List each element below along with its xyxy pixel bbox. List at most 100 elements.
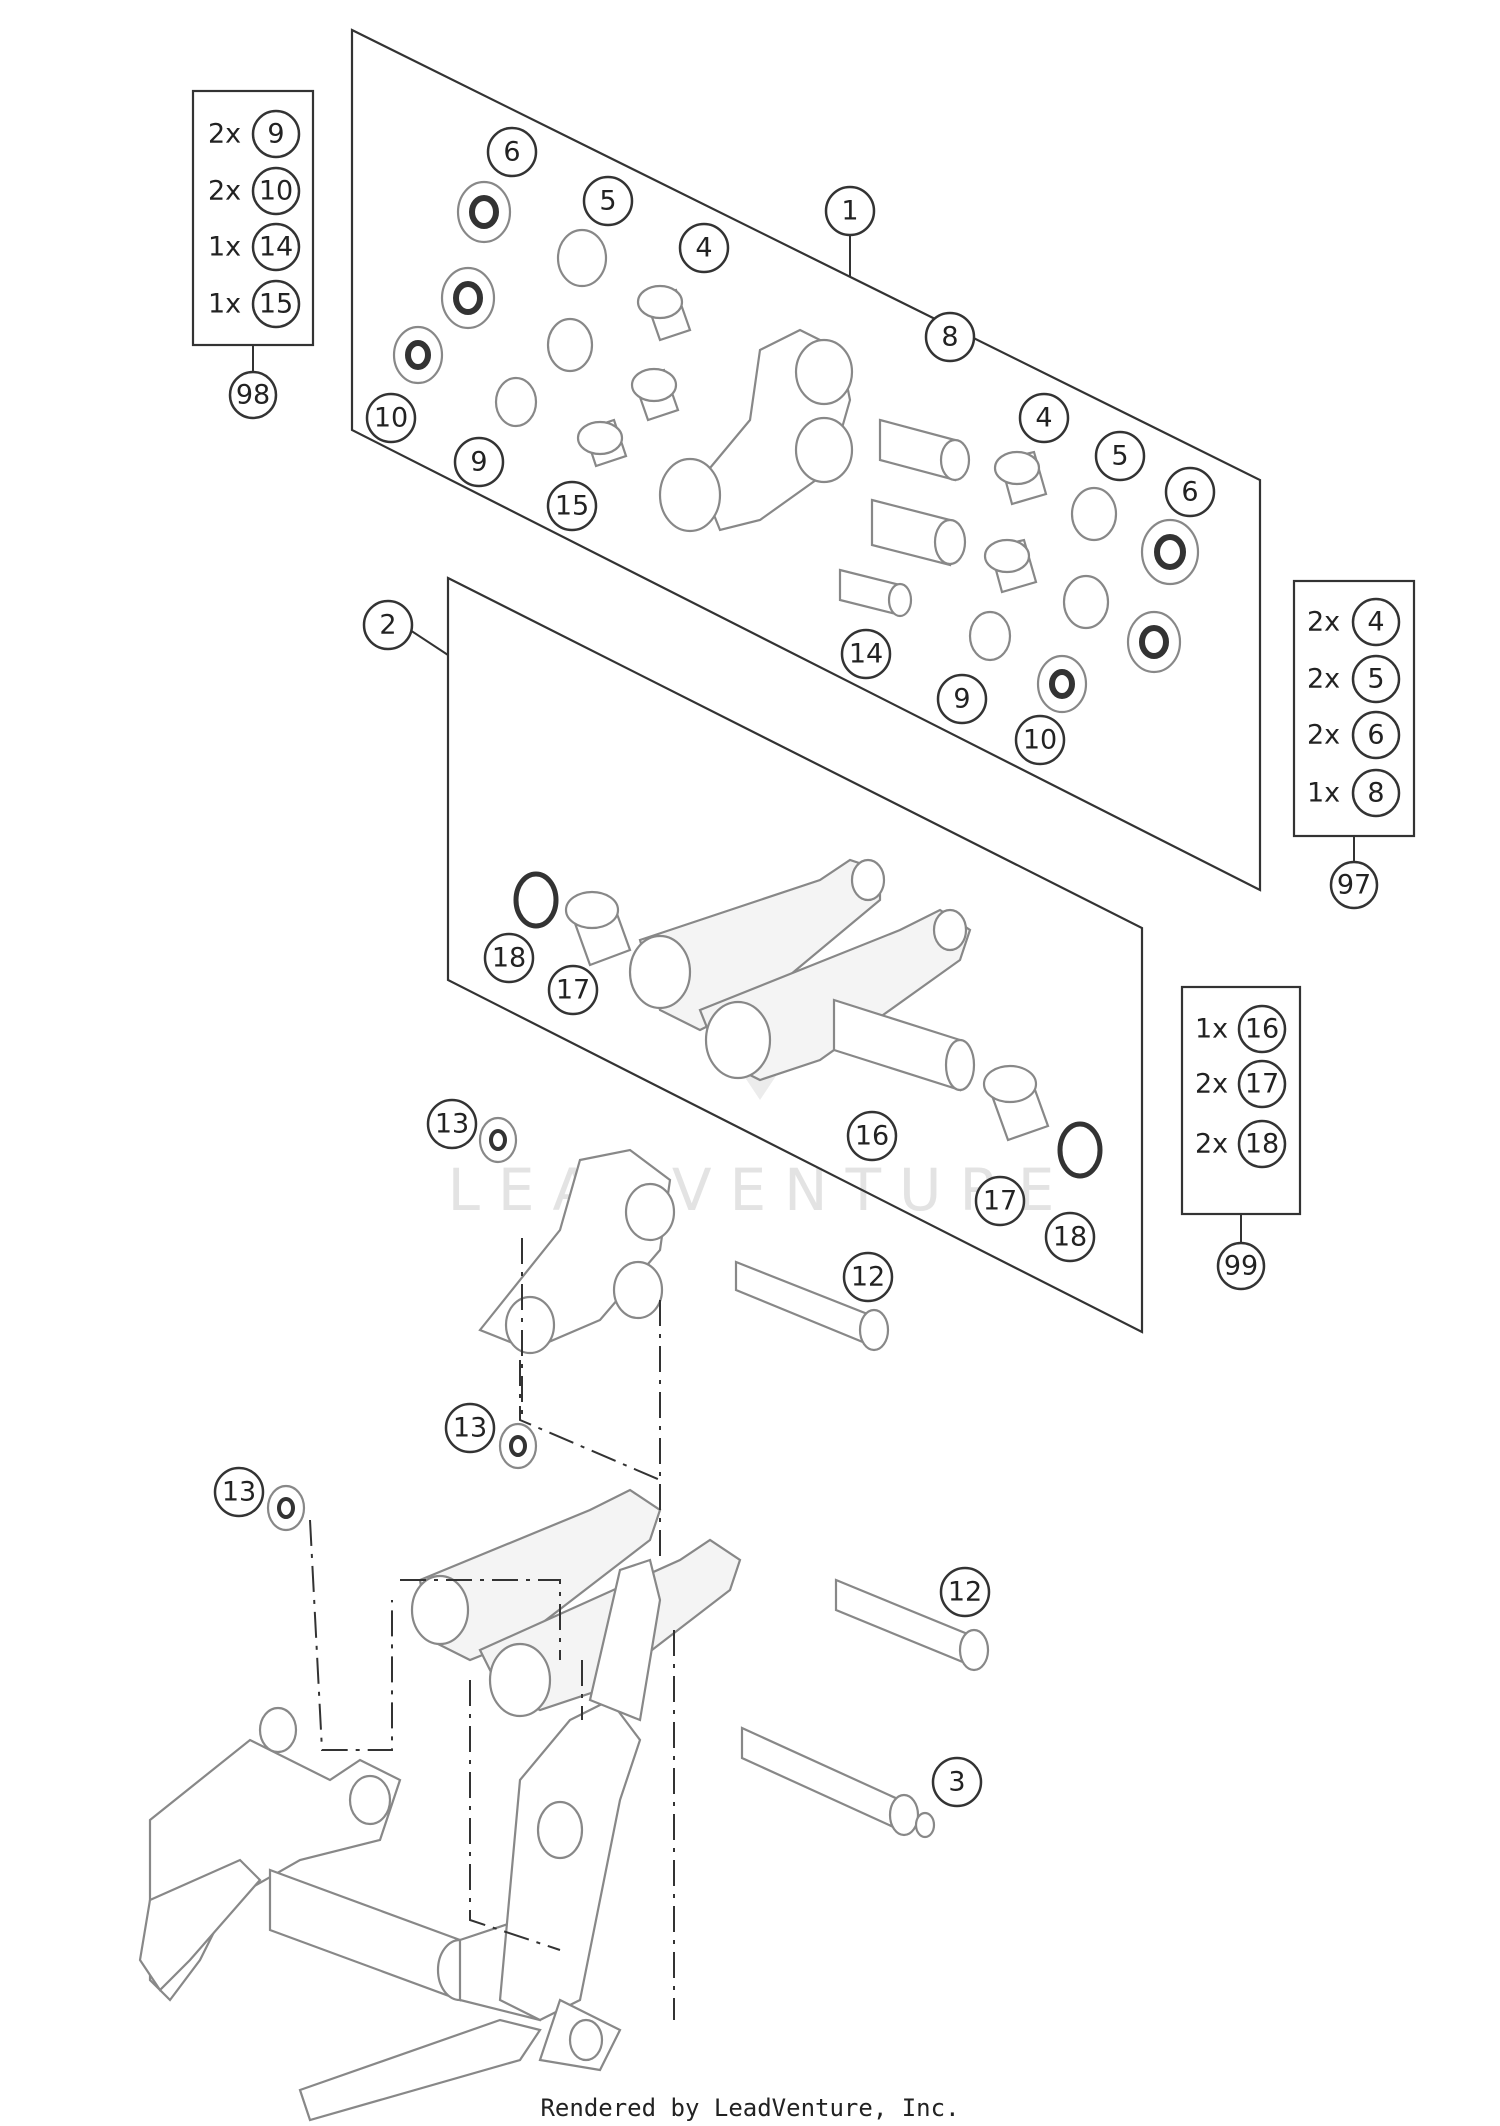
svg-text:6: 6 [503,137,520,168]
kit-99-qty-2: 2x [1195,1069,1228,1100]
svg-text:14: 14 [849,639,883,670]
render-credit: Rendered by LeadVenture, Inc. [540,2094,960,2122]
kit-97-qty-3: 2x [1307,720,1340,751]
kit-98-part-3: 14 [251,222,301,272]
nut-13-mid [498,1422,538,1470]
bolt-12-bottom [834,1578,990,1672]
svg-text:17: 17 [556,975,590,1006]
kit-99-part-2: 17 [1237,1059,1287,1109]
rocker-link [658,328,854,533]
bushing-4-left [636,284,692,342]
washer-5-right-b [1062,574,1110,630]
svg-text:12: 12 [948,1577,982,1608]
svg-text:16: 16 [1245,1014,1279,1045]
kit-97-qty-2: 2x [1307,664,1340,695]
kit-97-number: 97 [1329,860,1379,910]
kit-2-frame [446,576,1144,1334]
kit-1-parts [392,180,1200,714]
callout-13-left: 13 [213,1466,265,1518]
svg-text:9: 9 [953,684,970,715]
svg-text:3: 3 [948,1767,965,1798]
seal-18-left [513,871,559,929]
bearing-10-left [392,325,444,385]
svg-text:17: 17 [983,1186,1017,1217]
kit-97-qty-1: 2x [1307,607,1340,638]
kit-2-parts [513,858,1103,1179]
svg-text:17: 17 [1245,1069,1279,1100]
bushing-15 [576,418,628,468]
bearing-6-right [1140,518,1200,586]
callout-8: 8 [924,311,976,363]
kit-97-part-1: 4 [1351,597,1401,647]
washer-9-right [968,610,1012,662]
kit-97-part-2: 5 [1351,654,1401,704]
svg-text:4: 4 [1035,403,1052,434]
svg-text:2: 2 [379,610,396,641]
svg-text:6: 6 [1181,477,1198,508]
pin-8-b [870,498,967,567]
svg-text:9: 9 [267,119,284,150]
svg-text:15: 15 [259,289,293,320]
kit-99-box: 1x 2x 2x 16 17 18 99 [1180,985,1302,1291]
bushing-4-left-b [630,367,680,422]
svg-text:18: 18 [492,943,526,974]
svg-text:13: 13 [435,1109,469,1140]
washer-9-left [494,376,538,428]
kit-99-qty-3: 2x [1195,1129,1228,1160]
svg-text:4: 4 [695,233,712,264]
kit-97-part-3: 6 [1351,710,1401,760]
kit-97-box: 2x 2x 2x 1x 4 5 6 8 97 [1292,579,1416,910]
svg-text:13: 13 [222,1477,256,1508]
callout-13-mid: 13 [444,1402,496,1454]
svg-text:98: 98 [236,380,270,411]
svg-text:16: 16 [855,1121,889,1152]
shaft-16 [832,998,976,1092]
bushing-17-right [982,1064,1050,1142]
svg-text:4: 4 [1367,607,1384,638]
seal-18-right [1057,1121,1103,1179]
callout-4-right: 4 [1018,392,1070,444]
bolt-12-top [734,1260,890,1352]
callout-17-left: 17 [547,964,599,1016]
callout-18-right: 18 [1044,1211,1096,1263]
svg-text:15: 15 [555,491,589,522]
kit-99-number: 99 [1216,1241,1266,1291]
callout-12-bottom: 12 [939,1566,991,1618]
frame-swingarm [138,1558,662,2122]
svg-text:9: 9 [470,447,487,478]
bearing-6-left-b [440,266,496,330]
bushing-4-right [993,450,1048,506]
svg-text:18: 18 [1053,1222,1087,1253]
callout-3: 3 [931,1756,983,1808]
callout-12-top: 12 [842,1251,894,1303]
kit-98-part-1: 9 [251,109,301,159]
leader-dash-4 [309,1519,393,1751]
bearing-10-right [1036,654,1088,714]
svg-text:10: 10 [259,176,293,207]
kit-98-qty-1: 2x [208,119,241,150]
kit-98-part-2: 10 [251,166,301,216]
callout-14: 14 [840,628,892,680]
callout-10-left: 10 [365,392,417,444]
svg-text:8: 8 [941,322,958,353]
svg-text:1: 1 [841,196,858,227]
callout-2: 2 [362,599,414,651]
pin-14 [838,568,913,618]
callout-13-top: 13 [426,1098,478,1150]
nut-13-left [266,1484,306,1532]
kit-99-qty-1: 1x [1195,1014,1228,1045]
pin-8 [878,418,971,482]
kit-98-qty-3: 1x [208,232,241,263]
svg-text:14: 14 [259,232,293,263]
callout-15: 15 [546,480,598,532]
leader-2 [409,629,449,656]
callout-6-left: 6 [486,126,538,178]
kit-99-part-1: 16 [1237,1004,1287,1054]
nut-13-top [478,1116,518,1164]
leader-dash-3 [519,1360,661,1481]
svg-text:97: 97 [1337,870,1371,901]
kit-99-part-3: 18 [1237,1119,1287,1169]
bearing-6-left [456,180,512,244]
rocker-assembled [478,1148,676,1355]
